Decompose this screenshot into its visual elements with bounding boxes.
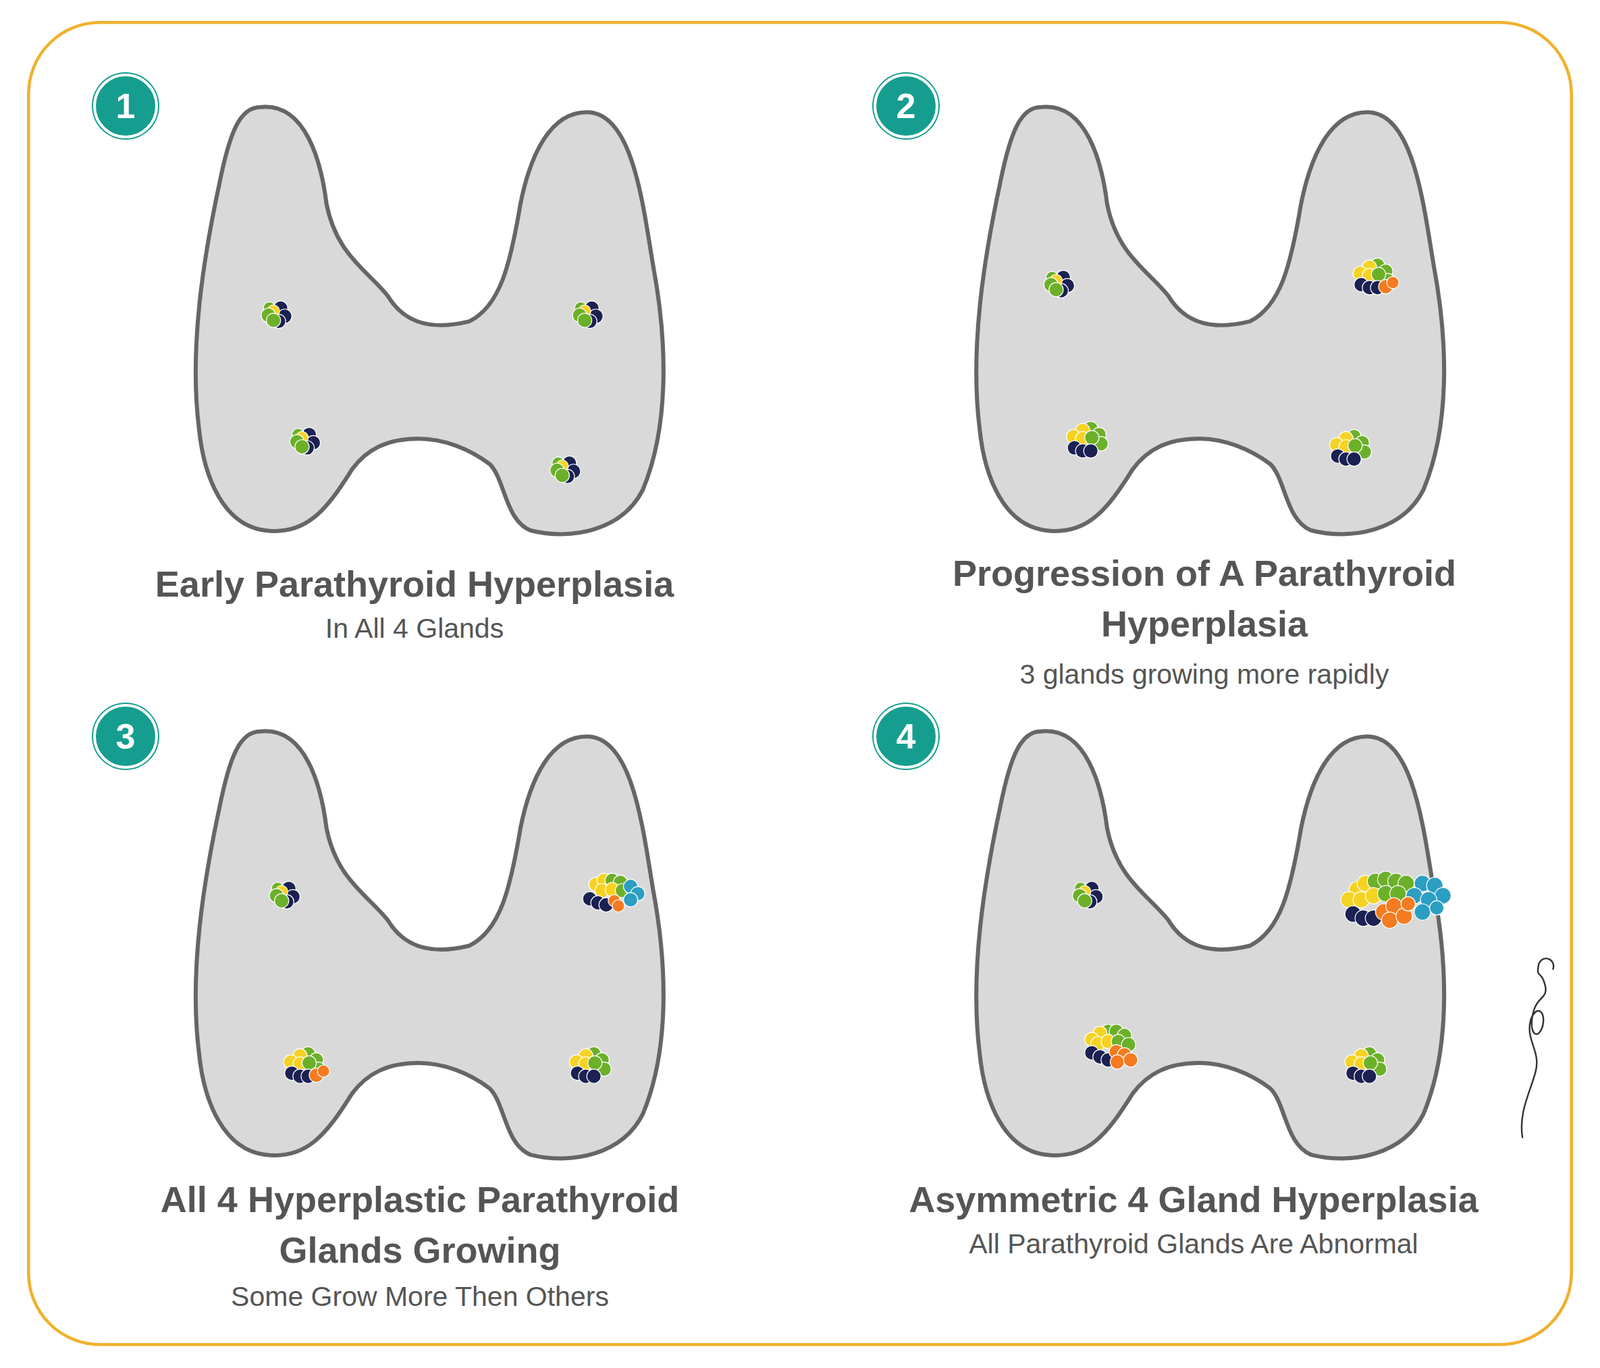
parathyroid-gland bbox=[572, 301, 603, 329]
parathyroid-gland bbox=[1065, 421, 1108, 458]
thyroid-shape bbox=[195, 731, 664, 1159]
callout-circle: 3 bbox=[93, 704, 158, 769]
parathyroid-gland bbox=[283, 1047, 330, 1084]
panel-subtitle: 3 glands growing more rapidly bbox=[866, 657, 1542, 692]
parathyroid-gland bbox=[289, 427, 320, 456]
panel-subtitle: In All 4 Glands bbox=[43, 611, 786, 647]
thyroid-shape bbox=[195, 106, 664, 535]
artist-signature bbox=[1521, 958, 1554, 1138]
callout-number: 2 bbox=[896, 88, 917, 124]
panel-subtitle: Some Grow More Then Others bbox=[82, 1280, 758, 1315]
parathyroid-gland bbox=[569, 1047, 611, 1084]
parathyroid-gland bbox=[261, 301, 292, 329]
callout-circle: 2 bbox=[873, 73, 939, 139]
parathyroid-gland bbox=[1340, 871, 1451, 929]
parathyroid-gland bbox=[1043, 270, 1075, 299]
callout-circle: 1 bbox=[93, 73, 158, 139]
parathyroid-gland bbox=[550, 456, 581, 485]
thyroid-shape bbox=[976, 106, 1445, 535]
parathyroid-gland bbox=[1084, 1024, 1139, 1071]
panel-frame bbox=[28, 22, 1571, 1345]
panel-subtitle: All Parathyroid Glands Are Abnormal bbox=[822, 1227, 1565, 1262]
callout-number: 4 bbox=[896, 718, 917, 755]
parathyroid-gland bbox=[1352, 257, 1399, 295]
callout-circle: 4 bbox=[873, 704, 939, 769]
callout-number: 3 bbox=[116, 718, 136, 755]
parathyroid-gland bbox=[1329, 429, 1372, 466]
panel-title: Early Parathyroid Hyperplasia bbox=[43, 558, 786, 610]
panel-title: Progression of A Parathyroid Hyperplasia bbox=[900, 548, 1509, 649]
callout-number: 1 bbox=[116, 88, 136, 124]
panel-title: All 4 Hyperplastic Parathyroid Glands Gr… bbox=[116, 1174, 724, 1276]
parathyroid-gland bbox=[1072, 881, 1104, 910]
parathyroid-gland bbox=[1344, 1047, 1387, 1084]
parathyroid-gland bbox=[269, 881, 300, 910]
thyroid-shape bbox=[976, 731, 1445, 1159]
panel-title: Asymmetric 4 Gland Hyperplasia bbox=[822, 1174, 1565, 1226]
parathyroid-gland bbox=[582, 873, 645, 913]
